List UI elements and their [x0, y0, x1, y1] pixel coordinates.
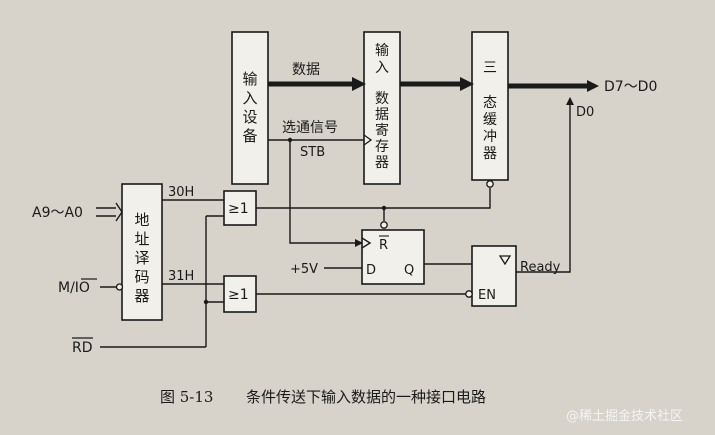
data-bus-out-arrow — [587, 80, 599, 92]
addr-arrow — [115, 202, 123, 222]
port-30h-label: 30H — [168, 185, 194, 200]
d0-label: D0 — [576, 105, 594, 120]
input-device-label: 输 入 设 备 — [242, 70, 257, 145]
watermark: @稀土掘金技术社区 — [566, 408, 683, 424]
svg-text:译: 译 — [134, 249, 149, 267]
svg-text:缓: 缓 — [483, 112, 497, 128]
tristate-buffer-label: 三 态 缓 冲 器 — [483, 60, 497, 162]
data-label: 数据 — [292, 62, 320, 78]
svg-text:器: 器 — [375, 155, 389, 171]
en-label: EN — [478, 288, 496, 303]
addr-in-label: A9～A0 — [32, 205, 83, 221]
svg-text:三: 三 — [483, 60, 497, 76]
svg-text:输: 输 — [375, 43, 389, 59]
buffer-triangle-icon — [498, 255, 512, 266]
data-bus-1-arrow — [352, 77, 366, 91]
svg-text:码: 码 — [134, 268, 149, 286]
ff-d-label: D — [366, 263, 376, 278]
strobe-to-ff-wire — [289, 140, 363, 247]
vcc-label: +5V — [290, 262, 318, 277]
buffer-enable-bubble — [486, 180, 494, 188]
data-bus-2-arrow — [460, 77, 474, 91]
svg-text:据: 据 — [375, 107, 389, 123]
tristate-buffer-block — [471, 31, 509, 181]
gate-30h-label: ≥1 — [228, 201, 249, 217]
ff-clock-marker — [361, 237, 372, 249]
svg-text:址: 址 — [134, 230, 149, 248]
mio-inversion-bubble — [115, 283, 124, 291]
caption-title: 条件传送下输入数据的一种接口电路 — [246, 388, 486, 406]
svg-text:入: 入 — [242, 89, 257, 107]
input-register-block — [363, 31, 401, 185]
ff-r-label: R — [379, 238, 388, 253]
en-bubble — [465, 290, 473, 298]
d-flip-flop — [361, 229, 425, 285]
svg-text:设: 设 — [242, 108, 257, 126]
gate-31h-label: ≥1 — [228, 287, 249, 303]
rd-label: RD — [72, 340, 93, 356]
out-bus-label: D7～D0 — [604, 79, 657, 95]
svg-text:入: 入 — [375, 60, 389, 76]
svg-text:存: 存 — [375, 139, 389, 155]
strobe-cn-label: 选通信号 — [282, 120, 338, 136]
svg-text:器: 器 — [134, 287, 149, 305]
caption-number: 图 5-13 — [160, 388, 213, 406]
ready-wire — [516, 97, 574, 273]
svg-text:器: 器 — [483, 146, 497, 162]
svg-text:输: 输 — [242, 70, 257, 88]
ff-q-label: Q — [404, 263, 414, 278]
mio-label: M/IO — [58, 280, 90, 296]
strobe-label: STB — [300, 145, 325, 160]
port-31h-label: 31H — [168, 269, 194, 284]
svg-text:寄: 寄 — [375, 122, 389, 139]
or-gate-30h — [223, 190, 257, 226]
svg-text:地: 地 — [134, 211, 149, 229]
svg-text:冲: 冲 — [483, 129, 497, 145]
svg-text:态: 态 — [483, 95, 497, 111]
ff-reset-bubble — [380, 221, 388, 229]
input-device-block — [231, 31, 269, 185]
input-register-label: 输 入 数 据 寄 存 器 — [375, 43, 389, 171]
svg-text:备: 备 — [242, 127, 257, 145]
register-clock-marker — [363, 134, 373, 146]
address-decoder-label: 地 址 译 码 器 — [134, 211, 149, 305]
ready-label: Ready — [520, 260, 561, 275]
address-decoder-block — [121, 183, 163, 321]
svg-text:数: 数 — [375, 91, 389, 107]
